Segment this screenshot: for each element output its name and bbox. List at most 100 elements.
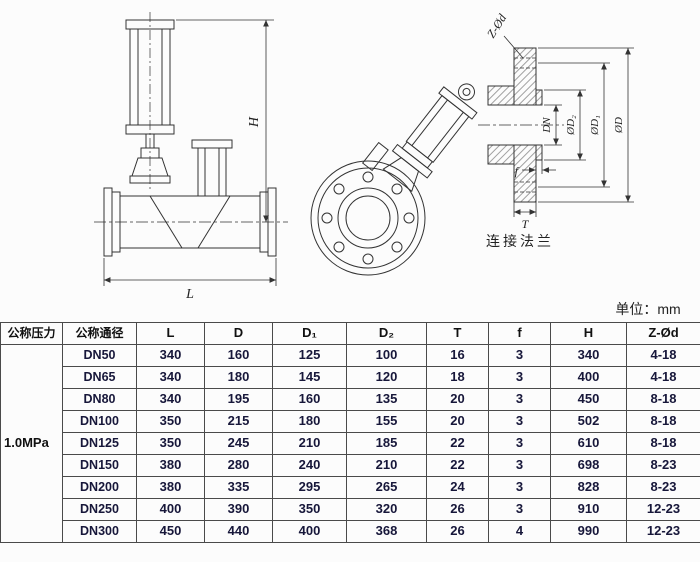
side-view — [310, 83, 478, 276]
cell-D1: 125 — [272, 344, 347, 367]
side-view-actuator — [361, 83, 478, 193]
table-header-row: 公称压力 公称通径 L D D₁ D₂ T f H Z-Ød — [0, 322, 700, 345]
drawing-area: H L — [94, 11, 681, 317]
cell-H: 450 — [550, 388, 627, 411]
cell-D2: 155 — [346, 410, 427, 433]
cell-Zd: 4-18 — [626, 366, 700, 389]
cell-D2: 135 — [346, 388, 427, 411]
t-dim-label: T — [522, 217, 530, 231]
cell-f: 3 — [488, 410, 551, 433]
cell-D: 160 — [204, 344, 273, 367]
cell-D1: 145 — [272, 366, 347, 389]
f-dim-label: f — [515, 164, 520, 178]
table-row: DN100 350 215 180 155 20 3 502 8-18 — [1, 410, 700, 433]
table-row: DN150 380 280 240 210 22 3 698 8-23 — [1, 454, 700, 477]
dn-cell: DN65 — [62, 366, 137, 389]
col-header-D2: D₂ — [346, 322, 427, 345]
table-row: DN250 400 390 350 320 26 3 910 12-23 — [1, 498, 700, 521]
cell-D1: 160 — [272, 388, 347, 411]
cell-H: 502 — [550, 410, 627, 433]
dn-cell: DN50 — [62, 344, 137, 367]
cell-D: 215 — [204, 410, 273, 433]
cell-f: 3 — [488, 388, 551, 411]
cell-L: 380 — [136, 454, 205, 477]
cell-H: 340 — [550, 344, 627, 367]
col-header-D: D — [204, 322, 273, 345]
col-header-L: L — [136, 322, 205, 345]
cell-L: 340 — [136, 366, 205, 389]
cell-f: 3 — [488, 432, 551, 455]
cell-D1: 400 — [272, 520, 347, 543]
front-view — [94, 12, 288, 257]
d2-dim-label: ØD₂ — [565, 115, 577, 136]
cell-T: 20 — [426, 388, 489, 411]
col-header-D1: D₁ — [272, 322, 347, 345]
l-dim-label: L — [185, 287, 194, 302]
cell-L: 340 — [136, 344, 205, 367]
cell-Zd: 8-23 — [626, 454, 700, 477]
cell-H: 990 — [550, 520, 627, 543]
cell-L: 380 — [136, 476, 205, 499]
cell-D2: 210 — [346, 454, 427, 477]
dn-dim-label: DN — [541, 117, 553, 134]
cell-Zd: 8-18 — [626, 388, 700, 411]
table-row: DN300 450 440 400 368 26 4 990 12-23 — [1, 520, 700, 543]
cell-H: 400 — [550, 366, 627, 389]
cell-L: 350 — [136, 432, 205, 455]
cell-Zd: 12-23 — [626, 498, 700, 521]
dn-cell: DN250 — [62, 498, 137, 521]
col-header-T: T — [426, 322, 489, 345]
technical-drawing: H L — [94, 11, 681, 317]
cell-D1: 295 — [272, 476, 347, 499]
cell-f: 4 — [488, 520, 551, 543]
dn-cell: DN80 — [62, 388, 137, 411]
cell-T: 16 — [426, 344, 489, 367]
d-dim-label: ØD — [613, 117, 625, 134]
cell-D1: 240 — [272, 454, 347, 477]
dn-cell: DN200 — [62, 476, 137, 499]
cell-T: 22 — [426, 454, 489, 477]
z-od-label: Z-Ød — [484, 11, 510, 41]
cell-D: 245 — [204, 432, 273, 455]
unit-label: 单位：mm — [615, 301, 680, 317]
cell-D: 280 — [204, 454, 273, 477]
cell-f: 3 — [488, 498, 551, 521]
flange-section-view — [478, 35, 564, 203]
cell-L: 350 — [136, 410, 205, 433]
dn-cell: DN150 — [62, 454, 137, 477]
cell-H: 828 — [550, 476, 627, 499]
dn-cell: DN125 — [62, 432, 137, 455]
pressure-cell: 1.0MPa — [0, 344, 63, 543]
cell-D1: 350 — [272, 498, 347, 521]
cell-D2: 185 — [346, 432, 427, 455]
cell-f: 3 — [488, 366, 551, 389]
col-header-H: H — [550, 322, 627, 345]
cell-D: 335 — [204, 476, 273, 499]
cell-H: 910 — [550, 498, 627, 521]
table-row: DN200 380 335 295 265 24 3 828 8-23 — [1, 476, 700, 499]
col-header-pressure: 公称压力 — [0, 322, 63, 345]
flange-caption: 连接法兰 — [486, 233, 554, 249]
cell-Zd: 4-18 — [626, 344, 700, 367]
cell-D: 195 — [204, 388, 273, 411]
cell-T: 18 — [426, 366, 489, 389]
cell-T: 24 — [426, 476, 489, 499]
cell-T: 26 — [426, 520, 489, 543]
table-row: DN65 340 180 145 120 18 3 400 4-18 — [1, 366, 700, 389]
dimension-table: 公称压力 公称通径 L D D₁ D₂ T f H Z-Ød 1.0MPa DN… — [0, 322, 700, 543]
cell-L: 450 — [136, 520, 205, 543]
cell-f: 3 — [488, 476, 551, 499]
table-row: 1.0MPa DN50 340 160 125 100 16 3 340 4-1… — [0, 344, 700, 543]
cell-Zd: 8-23 — [626, 476, 700, 499]
cell-Zd: 8-18 — [626, 432, 700, 455]
d1-dim-label: ØD₁ — [589, 115, 601, 136]
col-header-f: f — [488, 322, 551, 345]
cell-D2: 120 — [346, 366, 427, 389]
cell-H: 610 — [550, 432, 627, 455]
cell-L: 400 — [136, 498, 205, 521]
dn-cell: DN300 — [62, 520, 137, 543]
cell-T: 26 — [426, 498, 489, 521]
cell-Zd: 8-18 — [626, 410, 700, 433]
cell-D: 390 — [204, 498, 273, 521]
cell-D: 180 — [204, 366, 273, 389]
